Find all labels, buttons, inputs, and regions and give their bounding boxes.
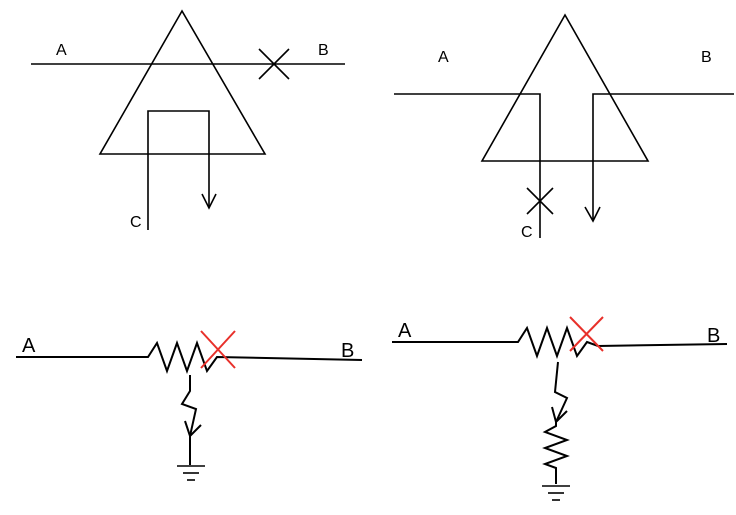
top-left-diagram	[31, 9, 345, 230]
triangle-shape	[480, 13, 650, 162]
cut-mark	[526, 187, 554, 215]
wiper-lead	[553, 361, 569, 423]
bottom-right-diagram	[392, 325, 728, 501]
label-a: A	[56, 42, 67, 59]
wiper-lead	[180, 375, 198, 465]
wiper-arrow	[184, 420, 202, 438]
cut-mark	[258, 48, 290, 80]
load-resistor	[542, 422, 570, 484]
line-a-wiper	[394, 93, 541, 238]
arrow-head	[584, 206, 601, 223]
label-a: A	[398, 320, 412, 342]
label-a: A	[438, 49, 449, 66]
cut-mark	[200, 330, 236, 369]
resistor-line	[16, 340, 363, 374]
ground-symbol	[542, 485, 570, 501]
wiper-path	[147, 110, 210, 230]
label-b: B	[701, 49, 712, 66]
label-b: B	[341, 340, 354, 362]
arrow-head	[201, 193, 217, 210]
label-a: A	[22, 335, 36, 357]
label-b: B	[318, 42, 329, 59]
ground-symbol	[177, 465, 205, 481]
cut-mark	[569, 316, 604, 352]
line-b-wiper	[592, 93, 734, 219]
label-c: C	[521, 224, 533, 241]
bottom-left-diagram	[16, 340, 363, 481]
triangle-shape	[98, 9, 267, 155]
label-c: C	[130, 214, 142, 231]
resistor-line	[392, 325, 728, 359]
label-b: B	[707, 325, 720, 347]
top-right-diagram	[394, 13, 734, 238]
